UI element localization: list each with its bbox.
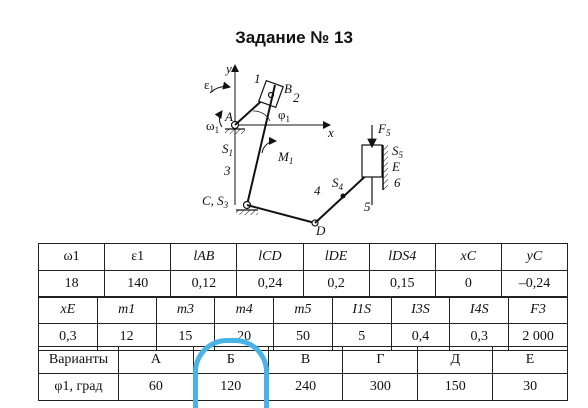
handwritten-highlight-mark <box>193 338 269 408</box>
label-eps1: ε1 <box>204 77 214 94</box>
table-header-cell: m5 <box>273 296 333 324</box>
page-title: Задание № 13 <box>235 28 353 47</box>
label-phi1: φ1 <box>278 107 290 124</box>
label-1: 1 <box>254 71 261 86</box>
point-s4 <box>340 193 346 199</box>
table-row: φ1, град 60 120 240 300 150 30 <box>38 373 568 401</box>
label-d: D <box>315 223 326 235</box>
label-c-s3: C, S3 <box>202 193 229 210</box>
table-cell: 0,24 <box>236 270 304 298</box>
table-header-cell: xC <box>434 243 502 271</box>
table-row: ω1 ε1 lAB lCD lDE lDS4 xC yC <box>37 243 569 271</box>
table-cell: 0 <box>434 270 502 298</box>
label-2: 2 <box>293 90 300 105</box>
table-header-cell: Д <box>417 346 494 374</box>
table-header-cell: m3 <box>155 296 216 324</box>
table-cell: 240 <box>267 373 344 401</box>
omega1-arc <box>214 110 223 128</box>
table-header-cell: lCD <box>236 243 304 271</box>
table-header-cell: ω1 <box>37 243 106 271</box>
label-s1: S1 <box>222 141 233 158</box>
table-cell: 30 <box>492 373 568 401</box>
table-header-cell: xE <box>38 296 98 324</box>
table-header-cell: lDS4 <box>368 243 436 271</box>
table-header-cell: yC <box>500 243 569 271</box>
eps1-arc <box>209 81 231 94</box>
table-cell: 60 <box>118 373 194 401</box>
table-header-cell: m4 <box>214 296 275 324</box>
table-header-cell: m1 <box>96 296 157 324</box>
table-cell: 0,2 <box>302 270 370 298</box>
label-f5: F5 <box>377 121 391 138</box>
table-cell: 18 <box>37 270 106 298</box>
table-cell: 300 <box>342 373 419 401</box>
table-cell: –0,24 <box>500 270 569 298</box>
table-row-label: φ1, град <box>38 373 119 401</box>
table-header-cell: А <box>118 346 194 374</box>
label-3: 3 <box>223 163 231 178</box>
label-s5: S5 <box>392 143 404 160</box>
x-axis-label: x <box>327 125 334 140</box>
table-header-cell: I4S <box>449 296 510 324</box>
parameters-table-2: xE m1 m3 m4 m5 I1S I3S I4S F3 0,3 12 15 … <box>38 296 568 351</box>
table-cell: 0,12 <box>170 270 238 298</box>
table-header-cell: I1S <box>331 296 392 324</box>
table-header-cell: I3S <box>390 296 451 324</box>
label-m1: M1 <box>277 149 293 166</box>
table-header-cell: Г <box>342 346 419 374</box>
label-5: 5 <box>364 199 371 214</box>
label-b: B <box>284 81 292 96</box>
mechanism-diagram: y x ε1 ω1 A B 1 2 φ1 S1 3 M1 C, S3 D 4 S… <box>202 61 404 235</box>
table-header-cell: F3 <box>508 296 568 324</box>
table-cell: 140 <box>104 270 172 298</box>
table-row: 18 140 0,12 0,24 0,2 0,15 0 –0,24 <box>37 270 569 298</box>
table-header-cell: В <box>267 346 344 374</box>
table-header-cell: lAB <box>170 243 238 271</box>
label-a: A <box>224 109 233 124</box>
table-header-cell: lDE <box>302 243 370 271</box>
link-3 <box>246 84 276 206</box>
table-header-cell: ε1 <box>104 243 172 271</box>
moment-m1-arc <box>261 136 277 154</box>
parameters-table-1: ω1 ε1 lAB lCD lDE lDS4 xC yC 18 140 0,12… <box>37 243 569 298</box>
phi1-arc <box>252 110 271 122</box>
table-row-label: Варианты <box>38 346 119 374</box>
table-row: xE m1 m3 m4 m5 I1S I3S I4S F3 <box>38 296 568 324</box>
slider-5 <box>361 144 383 178</box>
link-cd <box>246 204 316 224</box>
label-4: 4 <box>314 183 321 198</box>
label-6: 6 <box>394 175 401 190</box>
ground-a-hatch <box>225 129 245 134</box>
table-row: Варианты А Б В Г Д Е <box>38 346 568 374</box>
y-axis-label: y <box>224 61 232 76</box>
table-cell: 150 <box>417 373 494 401</box>
label-omega1: ω1 <box>206 118 219 135</box>
ground-c-hatch <box>236 210 258 215</box>
label-s4: S4 <box>332 175 344 192</box>
table-header-cell: Е <box>492 346 568 374</box>
variants-table: Варианты А Б В Г Д Е φ1, град 60 120 240… <box>38 346 568 401</box>
label-e: E <box>391 159 400 174</box>
table-cell: 0,15 <box>368 270 436 298</box>
